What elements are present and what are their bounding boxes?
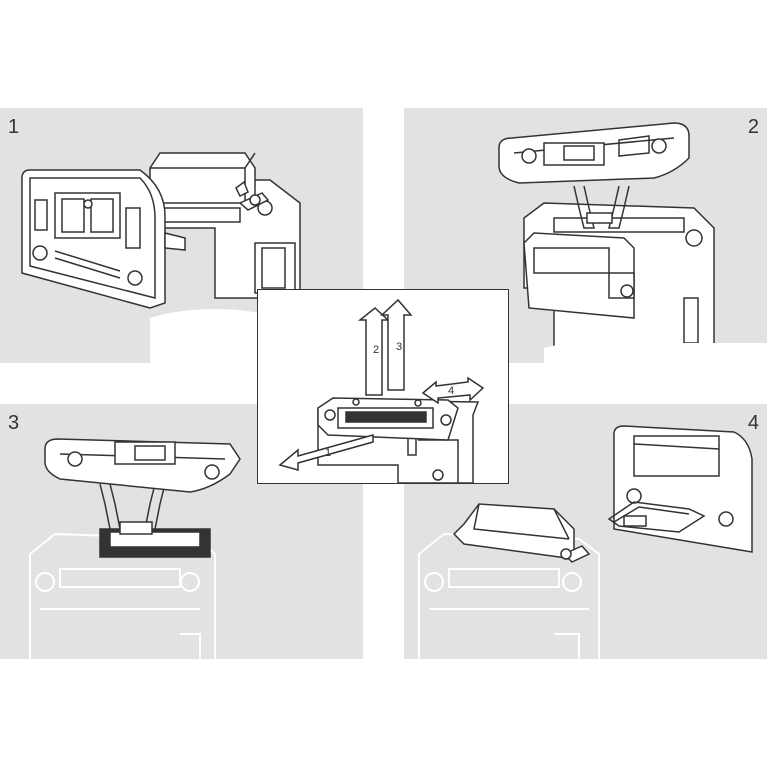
arrow-label-4: 4 — [448, 385, 454, 397]
step-4-illustration — [418, 425, 753, 659]
step-1-panel: 1 — [0, 108, 363, 363]
step-1-illustration — [21, 152, 363, 363]
step-1-number: 1 — [8, 116, 20, 138]
center-detail-box: 2 3 1 4 — [257, 289, 509, 484]
removal-sequence-illustration: 2 3 1 4 — [278, 298, 485, 484]
arrow-label-2: 2 — [373, 344, 379, 356]
step-3-illustration — [29, 438, 241, 659]
step-3-number: 3 — [8, 412, 20, 434]
arrow-label-1: 1 — [325, 447, 331, 459]
step-2-illustration — [498, 122, 767, 363]
arrow-label-3: 3 — [396, 341, 402, 353]
step-2-number: 2 — [747, 116, 759, 138]
step-4-number: 4 — [747, 412, 759, 434]
